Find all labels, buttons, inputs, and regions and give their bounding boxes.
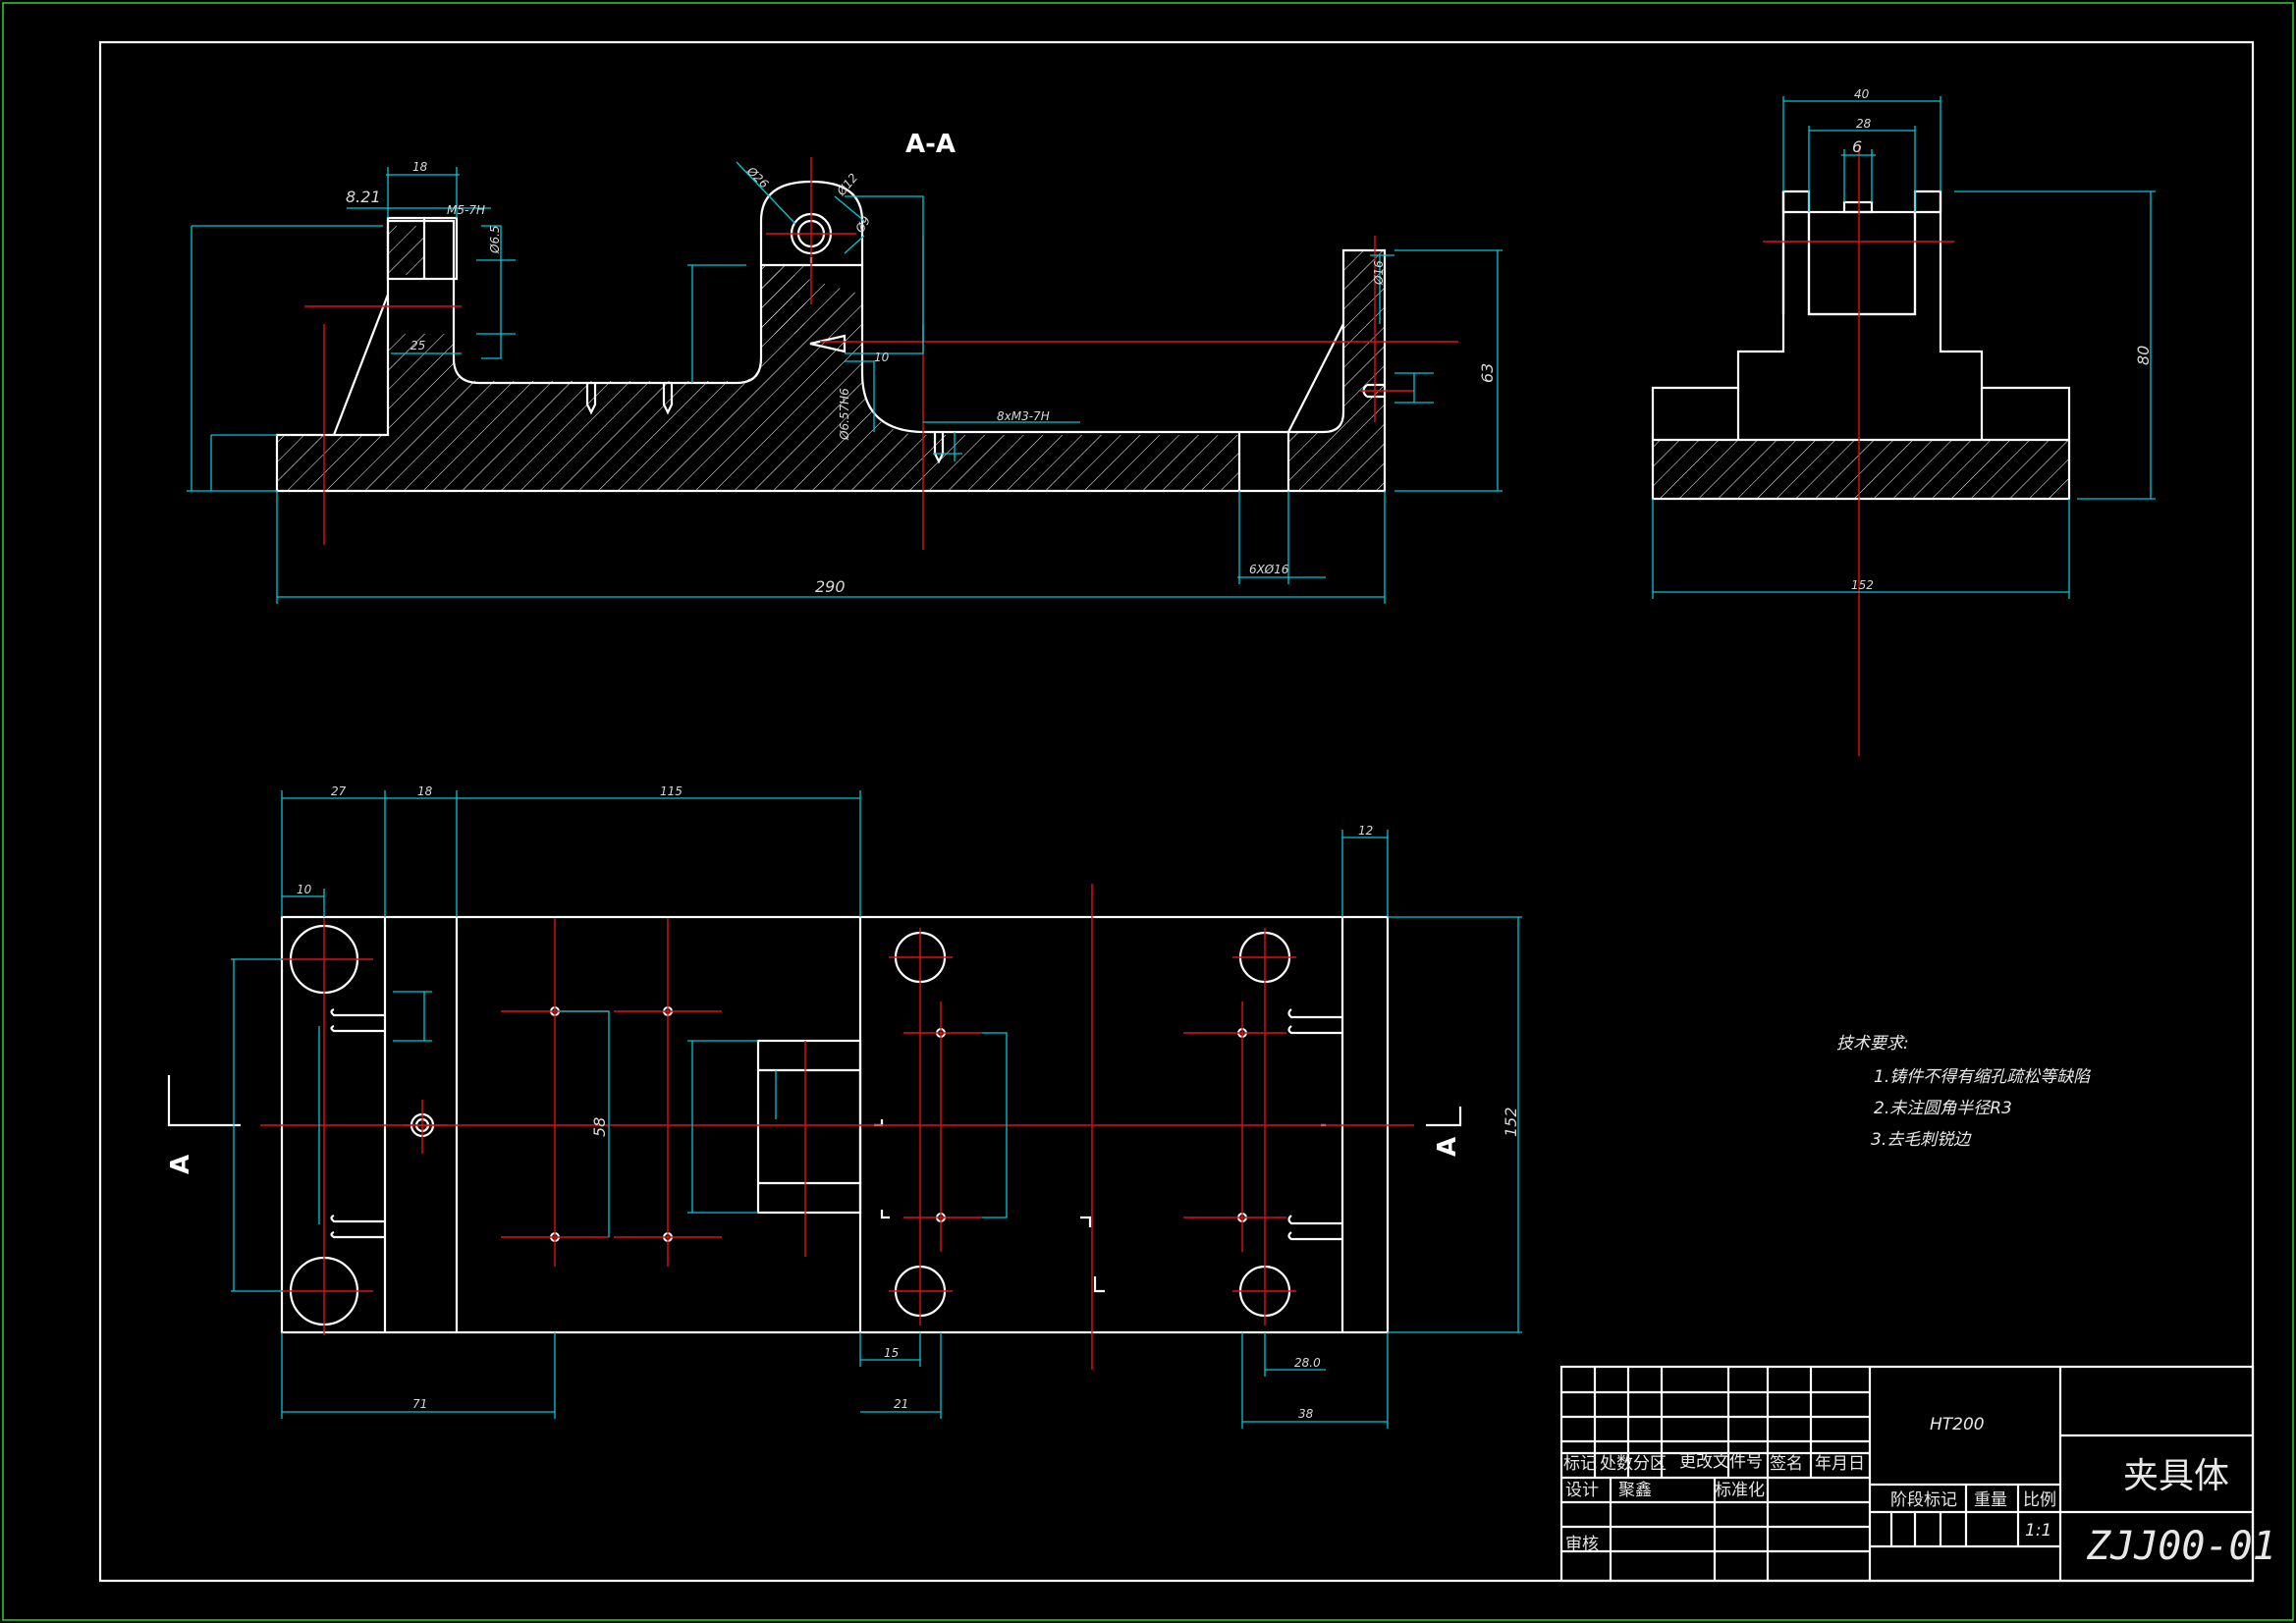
- dim-d12: Ø12: [834, 171, 860, 199]
- side-dim-6: 6: [1852, 137, 1862, 156]
- dim-8-21: 8.21: [346, 188, 381, 206]
- side-dim-152: 152: [1851, 578, 1874, 592]
- view-marker-left: A: [166, 1155, 195, 1174]
- view-marker-right: A: [1433, 1137, 1462, 1157]
- plan-dim-58: 58: [590, 1117, 609, 1137]
- tb-stage-label: 阶段标记: [1890, 1490, 1957, 1510]
- plan-dim-12: 12: [1358, 824, 1373, 838]
- tb-scale-value: 1:1: [2025, 1521, 2051, 1541]
- note-item-3: 3.去毛刺锐边: [1871, 1130, 1972, 1150]
- section-label: A-A: [905, 130, 956, 159]
- tb-review-label: 审核: [1565, 1535, 1599, 1554]
- tb-standard-label: 标准化: [1715, 1481, 1765, 1500]
- dim-10: 10: [874, 351, 890, 364]
- plan-dim-10: 10: [297, 883, 312, 896]
- dim-25: 25: [410, 339, 425, 352]
- dim-d16-side: Ø16: [1372, 260, 1386, 286]
- plan-view: 27 18 115 10 12 152 58 71 15 21 28.0 38 …: [166, 784, 1522, 1429]
- plan-dim-152: 152: [1502, 1107, 1520, 1137]
- tb-header-date: 年月日: [1815, 1454, 1865, 1474]
- dim-m5: M5-7H: [447, 203, 485, 217]
- tb-weight-label: 重量: [1974, 1490, 2007, 1510]
- side-view: 40 28 6 80 152: [1651, 87, 2156, 756]
- front-section-view: 290 6XØ16 63 18 8.21 M5-7H 25 Ø26 10 8xM…: [187, 130, 1503, 604]
- plan-dim-28: 28.0: [1294, 1356, 1321, 1370]
- inner-frame: [98, 40, 2255, 1583]
- note-item-1: 1.铸件不得有缩孔疏松等缺陷: [1874, 1067, 2092, 1087]
- dim-height-63: 63: [1478, 363, 1497, 383]
- tb-drawing-no: ZJJ00-01: [2086, 1524, 2276, 1569]
- tb-material: HT200: [1930, 1415, 1985, 1434]
- side-dim-28: 28: [1856, 117, 1872, 131]
- tb-designer: 聚鑫: [1618, 1481, 1652, 1500]
- dim-overall-length: 290: [815, 577, 846, 596]
- notes-heading: 技术要求:: [1836, 1034, 1909, 1054]
- note-item-2: 2.未注圆角半径R3: [1874, 1099, 2012, 1118]
- dim-fit: Ø6.57H6: [838, 388, 851, 441]
- dim-d9: Ø9: [852, 214, 873, 237]
- plan-dim-18: 18: [417, 784, 433, 798]
- plan-dim-21: 21: [894, 1397, 908, 1411]
- plan-dim-27: 27: [331, 784, 347, 798]
- plan-dim-38: 38: [1298, 1407, 1314, 1421]
- tb-header-change: 更改文件号: [1679, 1452, 1763, 1472]
- dim-18: 18: [412, 160, 428, 174]
- tb-header-count: 处数: [1600, 1454, 1633, 1474]
- dim-d56: Ø6.5: [488, 225, 502, 254]
- tb-scale-label: 比例: [2023, 1490, 2056, 1510]
- dim-d26: Ø26: [743, 164, 771, 191]
- tb-header-sign: 签名: [1770, 1454, 1803, 1474]
- side-dim-80: 80: [2134, 346, 2153, 365]
- tb-header-mark: 标记: [1563, 1454, 1597, 1474]
- title-block: 标记 处数 分区 更改文件号 签名 年月日 设计 聚鑫 标准化 审核 HT200…: [1559, 1365, 2276, 1583]
- dim-holes: 6XØ16: [1249, 563, 1289, 576]
- side-dim-40: 40: [1854, 87, 1870, 101]
- plan-dim-15: 15: [884, 1346, 899, 1360]
- dim-thread-bottom: 8xM3-7H: [997, 409, 1050, 423]
- tb-header-zone: 分区: [1633, 1454, 1667, 1474]
- plan-dim-115: 115: [660, 784, 683, 798]
- tb-design-label: 设计: [1565, 1481, 1599, 1500]
- plan-dim-71: 71: [412, 1397, 427, 1411]
- technical-notes: 技术要求: 1.铸件不得有缩孔疏松等缺陷 2.未注圆角半径R3 3.去毛刺锐边: [1836, 1034, 2092, 1150]
- tb-part-name: 夹具体: [2123, 1456, 2229, 1496]
